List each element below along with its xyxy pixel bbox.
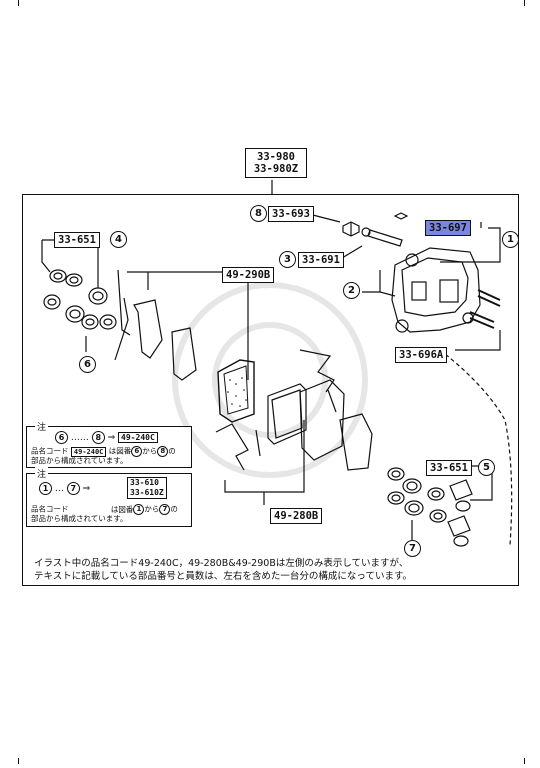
circle-number-8: 8 — [250, 205, 267, 222]
note-2-range-start: 1 — [39, 482, 52, 495]
note-2-range-end: 7 — [66, 482, 80, 495]
brake-pad-inner — [267, 383, 307, 445]
callout-33-697[interactable]: 33-697 — [425, 220, 471, 236]
note-1-code: 49-240C — [118, 432, 158, 443]
note-1-dots: …… — [70, 433, 89, 443]
note-2-mid: は図番 — [110, 504, 134, 514]
pistons-right — [447, 479, 473, 547]
note-2-title: 注 — [35, 467, 49, 480]
circle-number-3: 3 — [279, 251, 296, 268]
note-2-prefix: 品名コード — [31, 504, 69, 514]
note-2-line-2: 部品から構成されています。 — [31, 514, 128, 523]
diagram-frame — [22, 194, 519, 586]
note-1-inline-start: 6 — [131, 446, 143, 457]
assembly-code-1: 33-980 — [257, 151, 295, 163]
footer-note: イラスト中の品名コード49-240C，49-280B&49-290Bは左側のみ表… — [34, 557, 412, 583]
note-1-from: から — [142, 446, 158, 456]
note-1-range-end: 8 — [91, 431, 105, 444]
seal-rings-left — [43, 269, 117, 330]
circle-number-2: 2 — [343, 282, 360, 299]
circle-number-5: 5 — [478, 459, 495, 476]
circle-number-4: 4 — [110, 231, 127, 248]
bleeder-bolt — [342, 221, 360, 237]
callout-49-290b[interactable]: 49-290B — [222, 267, 275, 283]
guide-bolt — [361, 212, 409, 247]
note-1-code-inline: 49-240C — [70, 446, 107, 457]
note-1-prefix: 品名コード — [31, 446, 69, 456]
callout-33-693[interactable]: 33-693 — [268, 206, 314, 222]
note-2-code-1: 33-610 — [130, 478, 159, 487]
assembly-callout[interactable]: 33-980 33-980Z — [245, 148, 307, 178]
callout-33-691[interactable]: 33-691 — [298, 252, 344, 268]
crop-mark-bottom-right — [524, 758, 535, 764]
note-2-range: 1 … 7 ⇒ — [39, 482, 90, 495]
note-1-line-2: 部品から構成されています。 — [31, 456, 128, 465]
friction-texture — [227, 377, 247, 407]
watermark-logo — [172, 282, 368, 478]
callout-33-651-right[interactable]: 33-651 — [426, 460, 472, 476]
circle-number-6: 6 — [79, 356, 96, 373]
callout-49-280b[interactable]: 49-280B — [270, 508, 323, 524]
brake-pad-outer — [217, 359, 255, 423]
circle-number-1: 1 — [502, 231, 519, 248]
caliper-body — [391, 247, 481, 333]
note-2-inline-start: 1 — [133, 504, 145, 515]
callout-33-696a[interactable]: 33-696A — [395, 347, 448, 363]
crop-mark-top-right — [524, 0, 535, 6]
note-1-range: 6 …… 8 ⇒ 49-240C — [55, 431, 158, 444]
note-1-mid: は図番 — [108, 446, 132, 456]
seal-rings-right — [387, 467, 447, 523]
note-2-from: から — [144, 504, 160, 514]
note-2-dots: … — [54, 484, 64, 494]
anti-rattle-clips-left — [114, 269, 335, 393]
footer-line-1: イラスト中の品名コード49-240C，49-280B&49-290Bは左側のみ表… — [34, 558, 409, 569]
note-1-end: の — [168, 446, 176, 456]
note-2-arrow: ⇒ — [82, 484, 91, 494]
note-2-end: の — [170, 504, 178, 514]
note-2-code-box: 33-610 33-610Z — [127, 477, 167, 499]
note-2-inline-end: 7 — [159, 504, 171, 515]
crop-mark-top-left — [18, 0, 29, 6]
assembly-code-2: 33-980Z — [253, 163, 299, 175]
note-1-range-start: 6 — [55, 431, 68, 444]
footer-line-2: テキストに記載している部品番号と員数は、左右を含めた一台分の構成になっています。 — [34, 571, 413, 582]
note-1-inline-end: 8 — [157, 446, 169, 457]
note-2-code-2: 33-610Z — [130, 488, 164, 497]
note-1-title: 注 — [35, 420, 49, 433]
note-1-arrow: ⇒ — [107, 433, 116, 443]
circle-number-7: 7 — [404, 540, 421, 557]
crop-mark-bottom-left — [18, 758, 29, 764]
callout-33-651-left[interactable]: 33-651 — [54, 232, 100, 248]
